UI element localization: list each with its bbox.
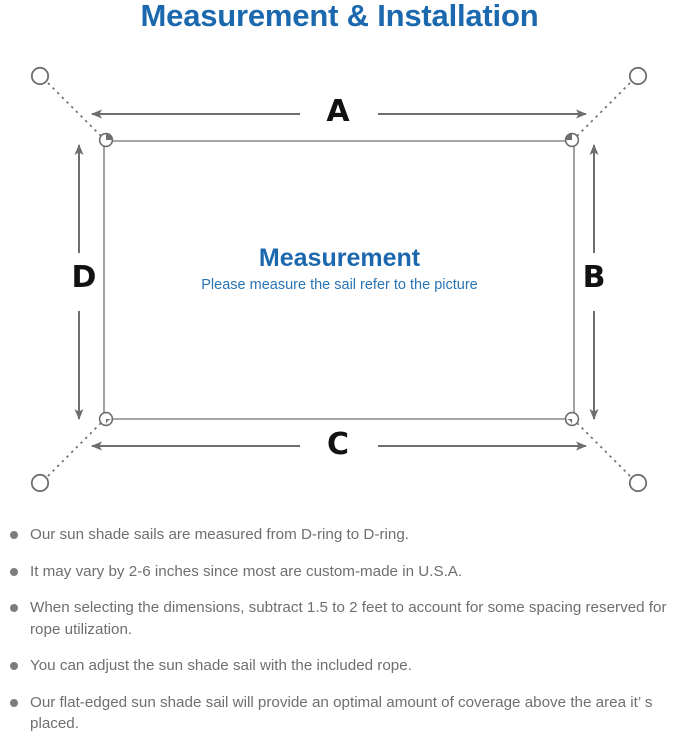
list-item-text: Our sun shade sails are measured from D-… xyxy=(30,526,409,543)
list-item: Our flat-edged sun shade sail will provi… xyxy=(0,692,679,735)
list-item: Our sun shade sails are measured from D-… xyxy=(0,524,679,546)
list-item-text: It may vary by 2-6 inches since most are… xyxy=(30,562,463,580)
bullet-icon xyxy=(10,698,18,707)
bullet-icon xyxy=(10,531,18,539)
page-title: Measurement & Installation xyxy=(140,0,539,33)
d-ring-bottom-right xyxy=(564,411,580,427)
list-item-text: When selecting the dimensions, subtract … xyxy=(30,599,667,638)
dimension-label-c: C xyxy=(326,427,350,462)
list-item: You can adjust the sun shade sail with t… xyxy=(0,655,679,677)
diagram-center-subtitle: Please measure the sail refer to the pic… xyxy=(201,277,478,293)
d-ring-top-right xyxy=(564,132,580,148)
list-item: When selecting the dimensions, subtract … xyxy=(0,597,679,640)
anchor-ring-top-left xyxy=(30,66,50,86)
bullet-icon xyxy=(10,567,18,576)
measurement-diagram: Measurement Please measure the sail refe… xyxy=(0,48,679,518)
list-item-text: Our flat-edged sun shade sail will provi… xyxy=(30,693,653,733)
anchor-ring-bottom-right xyxy=(628,473,648,493)
list-item-text: You can adjust the sun shade sail with t… xyxy=(30,657,412,675)
diagram-center-title: Measurement xyxy=(258,244,421,272)
dimension-label-a: A xyxy=(326,94,350,129)
d-ring-top-left xyxy=(98,132,114,148)
anchor-ring-bottom-left xyxy=(30,473,50,493)
dimension-label-b: B xyxy=(582,260,606,295)
bullet-icon xyxy=(10,604,18,613)
sail-outline xyxy=(103,140,575,420)
list-item: It may vary by 2-6 inches since most are… xyxy=(0,561,679,583)
notes-list: Our sun shade sails are measured from D-… xyxy=(0,524,679,735)
diagram-svg xyxy=(30,66,648,493)
d-ring-bottom-left xyxy=(98,411,114,427)
dimension-label-d: D xyxy=(71,260,97,295)
bullet-icon xyxy=(10,662,18,671)
anchor-ring-top-right xyxy=(628,66,648,86)
